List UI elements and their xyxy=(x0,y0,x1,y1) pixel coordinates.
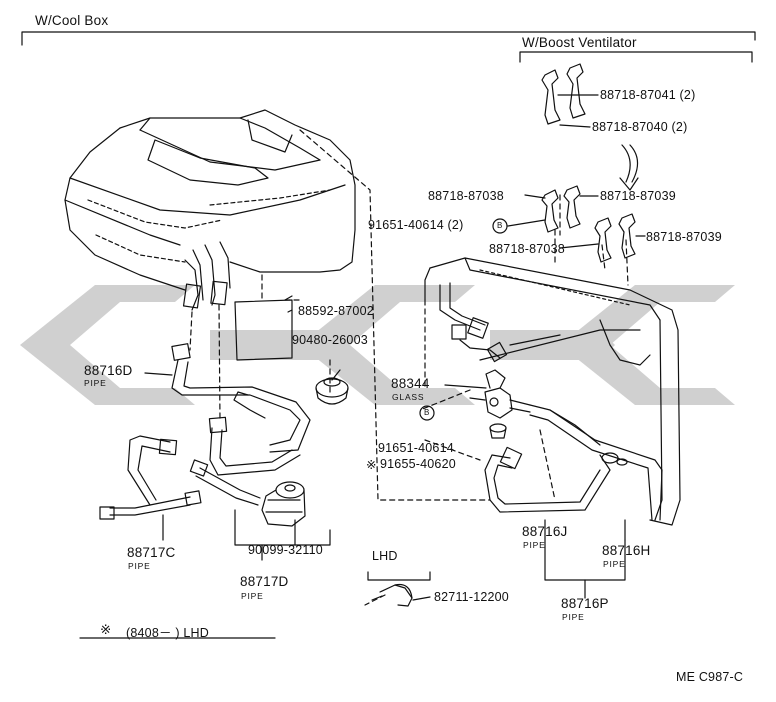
pipe-88717d xyxy=(189,416,301,506)
clip-87038b xyxy=(594,213,636,263)
vent-duct xyxy=(439,282,508,363)
watermark-logo xyxy=(20,285,735,405)
part-sublabel: PIPE xyxy=(241,591,264,601)
part-sublabel: PIPE xyxy=(128,561,151,571)
part-label: 88718-87039 xyxy=(600,189,676,203)
plate-part xyxy=(234,295,293,361)
part-label: 88592-87002 xyxy=(298,304,374,318)
clip-87038a xyxy=(541,185,581,233)
cool-box xyxy=(64,109,356,311)
pipe-88716d xyxy=(171,343,311,453)
pipe-88716j xyxy=(484,446,611,513)
b-marker: B xyxy=(424,408,430,417)
note-symbol: ※ xyxy=(100,622,112,637)
pipe-88716h xyxy=(529,404,663,521)
part-label: 88718-87038 xyxy=(489,242,565,256)
pipe-88717c xyxy=(99,435,202,520)
part-sublabel: PIPE xyxy=(84,378,107,388)
part-label: 88716P xyxy=(561,596,609,611)
ventilator-unit xyxy=(424,257,681,526)
part-label: 88718-87040 (2) xyxy=(592,120,688,134)
hose-clamp xyxy=(371,583,413,607)
part-label: 82711-12200 xyxy=(434,590,509,604)
part-sublabel: GLASS xyxy=(392,392,425,402)
part-label: 88718-87039 xyxy=(646,230,722,244)
part-label: 88717D xyxy=(240,574,289,589)
part-label: 90480-26003 xyxy=(292,333,368,347)
part-label: 91651-40614 xyxy=(378,441,454,455)
part-sublabel: PIPE xyxy=(523,540,546,550)
part-label: 88344 xyxy=(391,376,430,391)
note-text: (8408－ ) LHD xyxy=(126,626,209,640)
grommet-part xyxy=(315,377,349,405)
diagram-title: W/Cool Box xyxy=(35,13,109,28)
part-label: 88716J xyxy=(522,524,568,539)
part-label: 91655-40620 xyxy=(380,457,456,471)
diagram-code: ME C987-C xyxy=(676,670,744,684)
part-label: 90099-32110 xyxy=(248,543,323,557)
b-marker: B xyxy=(497,221,503,230)
boost-group-label: W/Boost Ventilator xyxy=(522,35,637,50)
boot-part xyxy=(261,481,306,527)
lhd-group-label: LHD xyxy=(372,549,398,563)
tee-fitting xyxy=(469,369,531,439)
part-label: 88718-87041 (2) xyxy=(600,88,696,102)
part-label: 88716D xyxy=(84,363,133,378)
part-label: 91651-40614 (2) xyxy=(368,218,464,232)
part-sublabel: PIPE xyxy=(603,559,626,569)
part-sublabel: PIPE xyxy=(562,612,585,622)
star-marker: ※ xyxy=(366,458,377,472)
part-label: 88717C xyxy=(127,545,176,560)
part-label: 88716H xyxy=(602,543,651,558)
part-label: 88718-87038 xyxy=(428,189,504,203)
clip-87041 xyxy=(541,63,586,125)
